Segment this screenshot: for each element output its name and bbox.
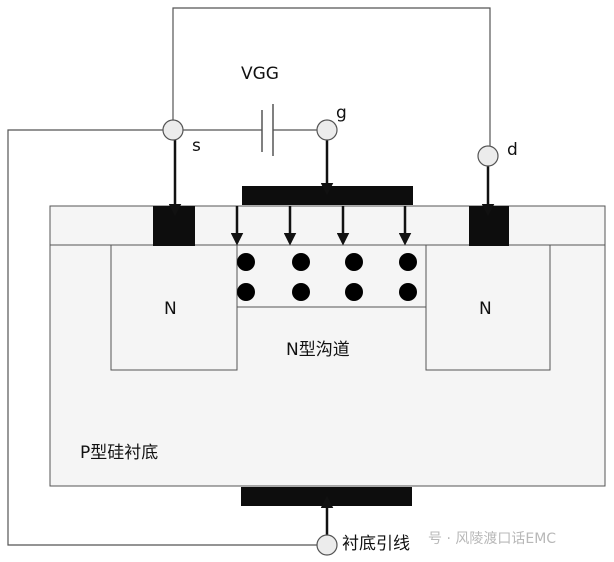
substrate-label: P型硅衬底 [80,443,158,463]
gate-terminal [316,119,338,141]
substrate-lead-label: 衬底引线 [342,534,410,554]
substrate-terminal [316,534,338,556]
vgg-capacitor [261,104,274,156]
wire-substrate-loop [7,129,317,546]
source-label: s [192,136,201,156]
electron [292,283,310,301]
n-region-right [425,244,551,371]
wire-source-drain [172,7,491,146]
channel-region [236,244,427,308]
wiring [7,7,491,546]
electron [237,253,255,271]
watermark: 号 · 风陵渡口话EMC [428,531,556,547]
drain-label: d [507,140,518,160]
electrons [237,253,417,301]
electron [345,283,363,301]
electrode-leads [168,140,495,535]
source-terminal [162,119,184,141]
electron [399,283,417,301]
n-region-left [110,244,238,371]
n-left-label: N [164,299,177,319]
gate-label: g [336,103,347,123]
channel-label: N型沟道 [286,340,350,360]
electron [292,253,310,271]
gate-electrode [242,186,413,205]
drain-terminal [477,145,499,167]
electron [237,283,255,301]
field-arrows [230,206,412,246]
electron [399,253,417,271]
electron [345,253,363,271]
vgg-label: VGG [241,64,279,84]
n-right-label: N [479,299,492,319]
